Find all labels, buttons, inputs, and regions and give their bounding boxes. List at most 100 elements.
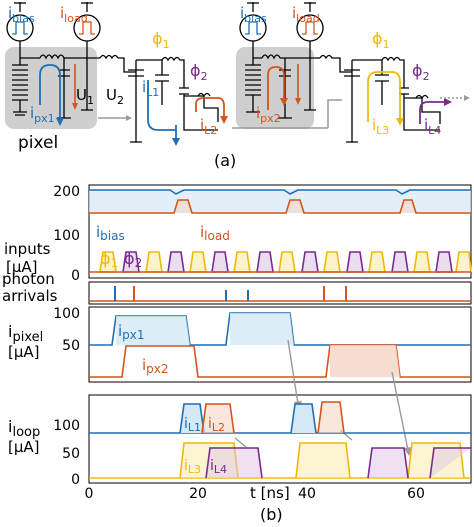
ytick-pixel-50: 50 <box>62 338 80 354</box>
ipx1-fill-b <box>230 313 294 345</box>
label-i-bias-2: ibias <box>240 4 267 25</box>
series-phi2: ϕ2 <box>124 249 142 270</box>
output-arrowhead <box>464 95 470 101</box>
ytick-200: 200 <box>53 184 80 200</box>
ytick-0: 0 <box>71 268 80 284</box>
panel-a-labels: ibias iload ipx1 U1 U2 ϕ1 ϕ2 iL1 iL2 ibi… <box>8 4 441 170</box>
circuit-schematic <box>5 2 470 146</box>
photon-plot-frame <box>88 281 472 305</box>
ytick-pixel-100: 100 <box>53 306 80 322</box>
iload-arrowhead-2 <box>295 98 301 105</box>
transfer-arrow-2 <box>391 371 409 451</box>
ytick-loop-100: 100 <box>53 418 80 434</box>
row-label-iloop-unit: [μA] <box>8 438 40 456</box>
dcsfq-stage-left <box>128 56 219 143</box>
row-label-photon: photon <box>2 270 55 288</box>
x-axis-label: t [ns] <box>250 484 290 502</box>
ipx1-loop-arrow <box>39 64 61 120</box>
series-iL4: iL4 <box>210 458 227 476</box>
loop-plot-frame <box>88 394 472 484</box>
ytick-loop-0: 0 <box>71 472 80 488</box>
series-ipx1: ipx1 <box>118 322 145 342</box>
label-U1: U1 <box>76 86 94 107</box>
iL4-arrowhead <box>444 98 452 106</box>
xtick-20: 20 <box>189 486 207 502</box>
pixel-1-circuit <box>12 52 136 119</box>
interconnect-line <box>98 99 342 129</box>
interconnect-arrowhead <box>126 115 132 121</box>
iL4-loop-arrow <box>419 101 446 124</box>
label-phi1-right: ϕ1 <box>372 29 390 51</box>
transfer-arrow-1 <box>287 339 299 405</box>
series-iL2: iL2 <box>208 416 225 434</box>
row-label-iloop: iloop <box>8 417 40 440</box>
series-iload: iload <box>200 223 230 243</box>
row-label-arrivals: arrivals <box>2 287 58 305</box>
pixel-box-1 <box>5 47 97 129</box>
series-phi1: ϕ1 <box>100 249 118 270</box>
label-iL3: iL3 <box>372 116 389 137</box>
dcsfq-stage-right <box>352 56 441 131</box>
ipx1-fill-a <box>116 316 190 345</box>
ibias-trace <box>89 189 471 195</box>
caption-a: (a) <box>214 151 236 170</box>
series-iL3: iL3 <box>184 458 201 476</box>
label-i-load-2: iload <box>292 4 320 25</box>
xtick-40: 40 <box>298 486 316 502</box>
ipx2-fill <box>330 345 400 377</box>
label-phi1-left: ϕ1 <box>152 29 170 51</box>
iL3-arrowhead <box>396 118 404 126</box>
row-label-ipixel: ipixel <box>8 322 43 345</box>
iload-arrowhead-1 <box>72 103 78 110</box>
iL1-arrowhead <box>172 138 180 146</box>
pixel-box-2 <box>236 47 314 129</box>
label-U2: U2 <box>106 86 124 107</box>
row-label-inputs-unit: [μA] <box>6 258 38 276</box>
ipx2-loop-arrow <box>267 66 285 110</box>
iload-trace <box>89 199 471 214</box>
panel-b-axes: 200 100 0 100 50 100 50 0 0 20 40 60 t [… <box>53 184 425 502</box>
ytick-loop-50: 50 <box>62 446 80 462</box>
label-phi2-left: ϕ2 <box>190 61 208 83</box>
load-source-icon <box>73 2 101 52</box>
ytick-100: 100 <box>53 228 80 244</box>
iL2-loop-arrow <box>195 97 225 118</box>
phi1-clock <box>99 251 472 273</box>
ipx1-arrowhead <box>56 118 64 126</box>
caption-b: (b) <box>260 505 283 524</box>
label-pixel: pixel <box>18 133 58 153</box>
iL3-loop-arrow <box>367 71 401 122</box>
label-iL1: iL1 <box>142 78 159 99</box>
waveform-panels <box>88 184 472 484</box>
transfer-arrow-3 <box>234 437 247 448</box>
ipx2-arrowhead <box>280 98 288 106</box>
panel-b-series-labels: ibias iload ϕ1 ϕ2 ipx1 ipx2 iL1 iL2 iL3 … <box>96 223 230 476</box>
iL1-trace <box>179 403 317 434</box>
pixel-2-circuit <box>245 52 360 143</box>
label-i-load: iload <box>60 4 88 25</box>
transfer-arrowhead-2 <box>404 447 412 456</box>
xtick-60: 60 <box>407 486 425 502</box>
label-iL4: iL4 <box>424 116 441 137</box>
bias-source-icon <box>6 2 34 52</box>
iL1-loop-arrow <box>147 80 176 131</box>
series-ipx2: ipx2 <box>142 356 169 376</box>
row-label-ipixel-unit: [μA] <box>8 343 40 361</box>
iL2-trace <box>201 401 345 434</box>
label-iL2: iL2 <box>200 116 217 137</box>
label-i-px1: ipx1 <box>30 104 55 125</box>
label-i-bias: ibias <box>8 4 35 25</box>
phi2-clock <box>122 251 453 273</box>
bias-source-icon-2 <box>239 2 267 52</box>
inputs-plot-frame <box>88 184 472 279</box>
iL4-trace <box>205 447 471 479</box>
xtick-0: 0 <box>85 486 94 502</box>
series-ibias: ibias <box>96 223 125 243</box>
label-phi2-right: ϕ2 <box>412 61 430 83</box>
row-label-inputs: inputs <box>4 240 51 258</box>
series-iL1: iL1 <box>184 416 201 434</box>
load-source-icon-2 <box>296 2 324 52</box>
label-i-px2: ipx2 <box>256 104 281 125</box>
